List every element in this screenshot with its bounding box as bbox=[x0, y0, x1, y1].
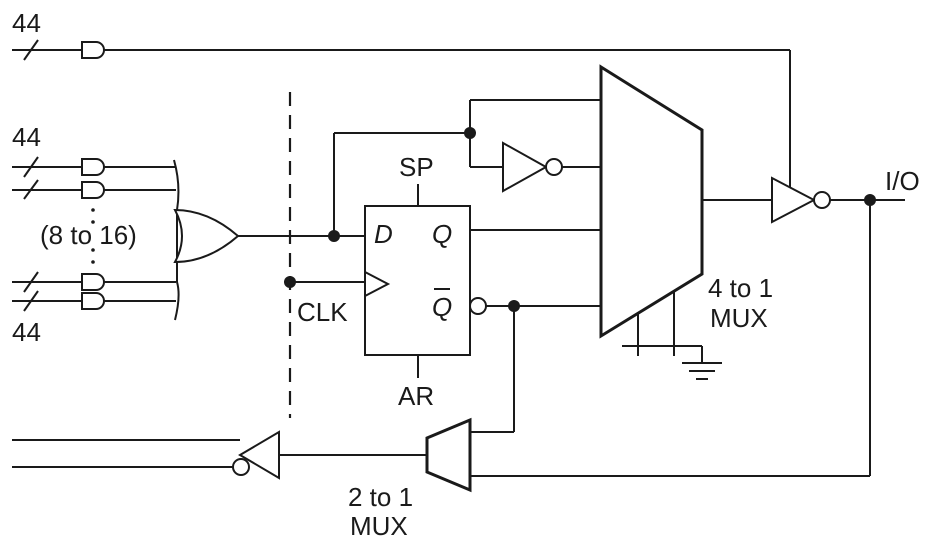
output-buffer: I/O bbox=[702, 166, 920, 224]
and-gate-2 bbox=[81, 181, 105, 199]
mux2-label-line2: MUX bbox=[350, 511, 408, 541]
input-width-top-label: 44 bbox=[12, 8, 41, 38]
and-array: 44 44 (8 to 16) bbox=[12, 122, 240, 347]
bus-slash bbox=[23, 39, 39, 61]
and-gate-oe bbox=[81, 41, 105, 59]
clock-triangle bbox=[364, 271, 391, 297]
flip-flop-body bbox=[364, 205, 471, 356]
feedback-inverter bbox=[502, 141, 600, 193]
mux2-label-line1: 2 to 1 bbox=[348, 482, 413, 512]
mux4-label-line2: MUX bbox=[710, 303, 768, 333]
q-bar-output-label: Q bbox=[432, 292, 452, 322]
clk-label: CLK bbox=[297, 297, 348, 327]
and-gate-3 bbox=[81, 273, 105, 291]
q-output-label: Q bbox=[432, 219, 452, 249]
feedback-buffer bbox=[12, 430, 427, 480]
product-term-count: (8 to 16) bbox=[40, 220, 137, 250]
d-input-label: D bbox=[374, 219, 393, 249]
mux-2-to-1: 2 to 1 MUX bbox=[348, 417, 472, 541]
ff-routing bbox=[238, 99, 600, 288]
or-gate bbox=[173, 208, 240, 264]
mux4-label-line1: 4 to 1 bbox=[708, 273, 773, 303]
oe-product-term: 44 bbox=[12, 8, 791, 192]
mux-4-to-1: 4 to 1 MUX bbox=[599, 64, 773, 380]
ff-outputs bbox=[469, 229, 600, 433]
io-pin-label: I/O bbox=[885, 166, 920, 196]
input-width-mid-label: 44 bbox=[12, 122, 41, 152]
set-preset-label: SP bbox=[399, 152, 434, 182]
input-width-bottom-label: 44 bbox=[12, 317, 41, 347]
io-feedback bbox=[470, 200, 871, 477]
d-flip-flop: SP AR CLK D Q Q bbox=[297, 152, 471, 411]
async-reset-label: AR bbox=[398, 381, 434, 411]
and-gate-4 bbox=[81, 292, 105, 310]
and-gate-1 bbox=[81, 158, 105, 176]
